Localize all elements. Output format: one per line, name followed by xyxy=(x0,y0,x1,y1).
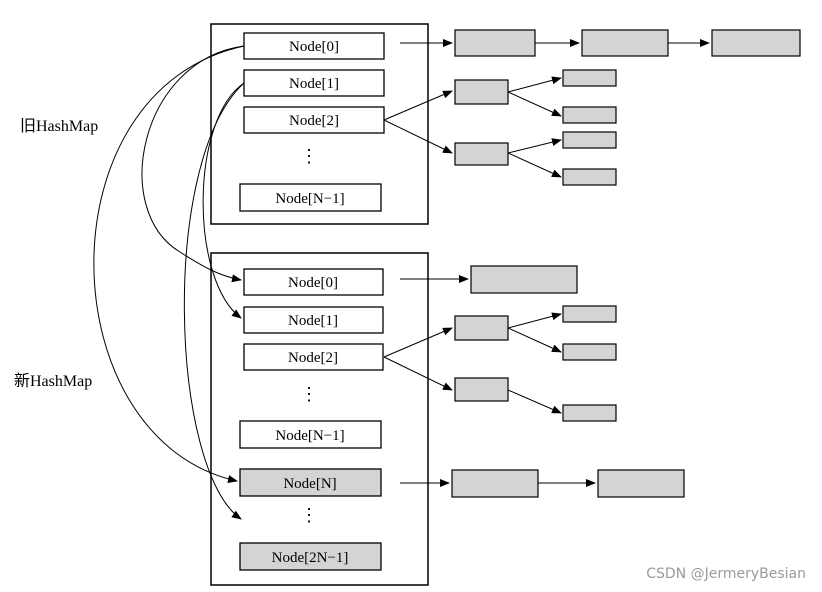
new-node-2n-minus-1: Node[2N−1] xyxy=(239,542,382,571)
new-node-2n-minus-1-label: Node[2N−1] xyxy=(272,550,349,566)
old-bucket0-entry-2 xyxy=(581,29,669,57)
old-bucket2-tree-node-upper xyxy=(454,79,509,105)
new-node-n: Node[N] xyxy=(239,468,382,497)
new-node-2-label: Node[2] xyxy=(288,350,338,366)
old-bucket0-entry-1 xyxy=(454,29,536,57)
new-node-1-label: Node[1] xyxy=(288,313,338,329)
new-bucketN-entry-1 xyxy=(451,469,539,498)
migrate-node0-to-new-node0 xyxy=(141,45,245,283)
old-node-n-minus-1-label: Node[N−1] xyxy=(275,191,344,207)
new-node-n-minus-1: Node[N−1] xyxy=(239,420,382,449)
new-bucketN-entry-2 xyxy=(597,469,685,498)
old-bucket2-tree-node-lower xyxy=(454,142,509,166)
old-node-1: Node[1] xyxy=(243,69,385,97)
old-node-n-minus-1: Node[N−1] xyxy=(239,183,382,212)
new-node-1: Node[1] xyxy=(243,306,384,334)
new-bucket2-tree-node-upper xyxy=(454,315,509,341)
new-node-n-minus-1-label: Node[N−1] xyxy=(275,428,344,444)
new-node-0: Node[0] xyxy=(243,268,384,296)
old-node-2: Node[2] xyxy=(243,106,385,134)
new-bucket0-entry xyxy=(470,265,578,294)
watermark: CSDN @JermeryBesian xyxy=(646,566,806,582)
old-node-2-label: Node[2] xyxy=(289,113,339,129)
old-node-0: Node[0] xyxy=(243,32,385,60)
migrate-node1-to-new-upper xyxy=(183,82,245,520)
new-bucket2-leaf-1 xyxy=(562,305,617,323)
new-bucket2-tree-node-lower xyxy=(454,377,509,402)
old-bucket2-leaf-2 xyxy=(562,106,617,124)
new-node-2: Node[2] xyxy=(243,343,384,371)
new-bucket2-leaf-3 xyxy=(562,404,617,422)
migrate-node1-to-new-node1 xyxy=(202,82,245,319)
new-ellipsis-1: ⋮ xyxy=(300,384,318,404)
old-hashmap-frame xyxy=(210,23,429,225)
old-node-0-label: Node[0] xyxy=(289,39,339,55)
migrate-node0-to-new-nodeN xyxy=(93,45,245,483)
new-node-0-label: Node[0] xyxy=(288,275,338,291)
old-ellipsis: ⋮ xyxy=(300,146,318,166)
new-hashmap-frame xyxy=(210,252,429,586)
new-node-n-label: Node[N] xyxy=(283,476,336,492)
old-node-1-label: Node[1] xyxy=(289,76,339,92)
old-bucket2-leaf-1 xyxy=(562,69,617,87)
new-hashmap-label: 新HashMap xyxy=(14,372,92,390)
old-hashmap-label: 旧HashMap xyxy=(20,117,98,135)
old-bucket0-entry-3 xyxy=(711,29,801,57)
new-bucket2-leaf-2 xyxy=(562,343,617,361)
old-bucket2-leaf-4 xyxy=(562,168,617,186)
new-ellipsis-2: ⋮ xyxy=(300,505,318,525)
old-bucket2-leaf-3 xyxy=(562,131,617,149)
